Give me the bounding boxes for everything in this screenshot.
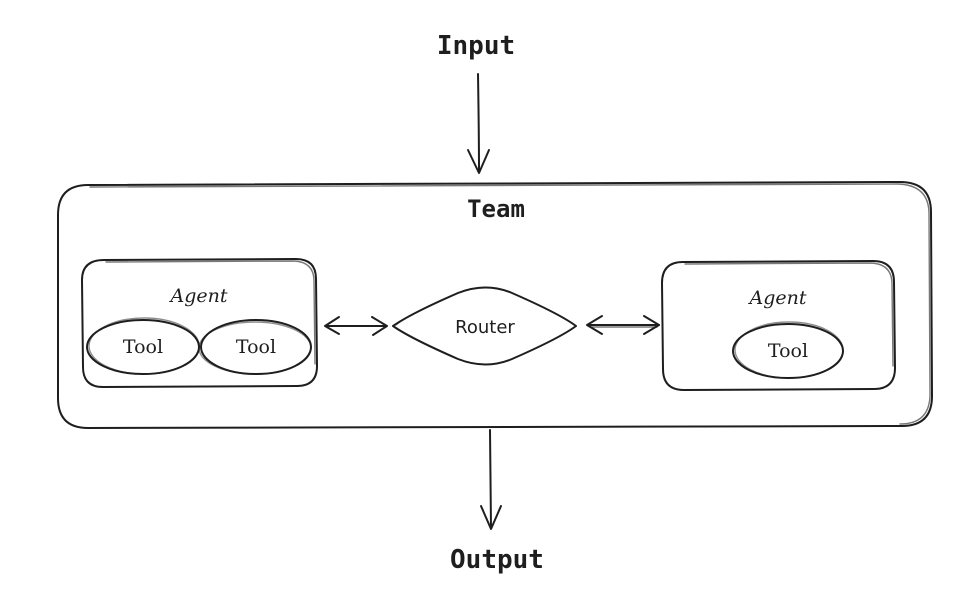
right-router-arrow bbox=[586, 315, 660, 335]
input-arrow bbox=[467, 73, 490, 174]
left-tool-1: Tool bbox=[86, 317, 200, 375]
input-label: Input bbox=[437, 31, 515, 61]
left-agent-box bbox=[81, 258, 318, 388]
team-label: Team bbox=[467, 195, 525, 223]
left-tool-2: Tool bbox=[198, 319, 312, 375]
left-tool-1-label: Tool bbox=[123, 336, 163, 358]
right-tool-1-label: Tool bbox=[768, 340, 808, 362]
team-container bbox=[57, 181, 933, 429]
left-tool-2-label: Tool bbox=[236, 336, 276, 358]
router-label: Router bbox=[455, 317, 515, 338]
left-agent-label: Agent bbox=[169, 285, 228, 307]
output-label: Output bbox=[450, 545, 544, 575]
right-agent-box bbox=[661, 260, 896, 391]
left-router-arrow bbox=[324, 316, 388, 336]
output-arrow bbox=[480, 429, 502, 530]
router-node bbox=[392, 286, 577, 366]
right-agent-label: Agent bbox=[748, 287, 807, 309]
right-tool-1: Tool bbox=[732, 321, 844, 379]
